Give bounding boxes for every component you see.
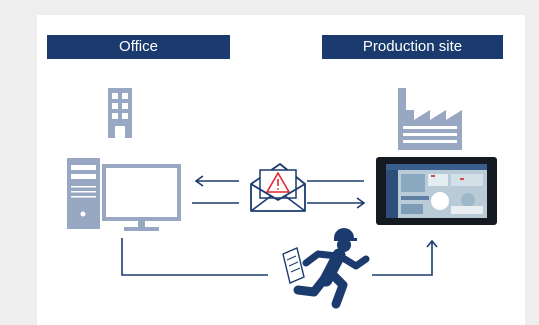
production-site-label: Production site <box>322 35 503 59</box>
desktop-computer-icon <box>67 158 181 231</box>
communication-arrows <box>192 175 366 209</box>
mail-alert-icon <box>250 163 306 212</box>
hmi-touch-panel-icon <box>376 157 497 225</box>
office-building-icon <box>108 88 132 138</box>
running-worker-icon <box>282 228 370 309</box>
route-line <box>121 238 438 276</box>
office-label: Office <box>47 35 230 59</box>
arrow-head-left <box>194 175 204 187</box>
factory-icon <box>398 88 462 150</box>
arrow-head-right <box>356 197 366 209</box>
